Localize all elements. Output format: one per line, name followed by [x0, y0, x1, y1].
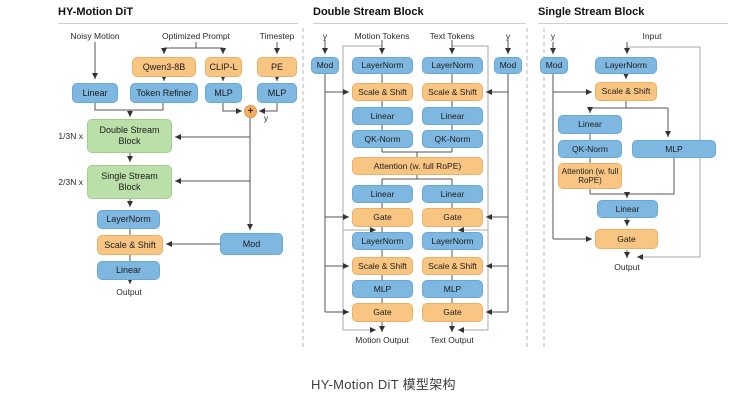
node-pe: PE: [257, 57, 297, 77]
node-clip: CLIP-L: [205, 57, 242, 77]
node-double-stream-block: Double Stream Block: [87, 119, 172, 153]
node-text-linear-1: Linear: [422, 107, 483, 125]
node-mod-dsb-right: Mod: [494, 57, 522, 74]
node-motion-layernorm-2: LayerNorm: [352, 232, 413, 250]
node-single-stream-block: Single Stream Block: [87, 165, 172, 199]
node-motion-scale-shift-2: Scale & Shift: [352, 257, 413, 275]
label-y-left: y: [322, 31, 328, 41]
node-ssb-mlp: MLP: [632, 140, 716, 158]
node-ssb-linear-2: Linear: [597, 200, 658, 218]
double-panel-title: Double Stream Block: [313, 6, 526, 24]
node-text-gate-1: Gate: [422, 208, 483, 227]
flow-connectors: [92, 40, 675, 332]
node-mlp-clip: MLP: [205, 83, 242, 103]
node-ssb-layernorm: LayerNorm: [595, 57, 657, 74]
label-optimized-prompt: Optimized Prompt: [161, 31, 231, 41]
node-qwen: Qwen3-8B: [132, 57, 196, 77]
node-mlp-pe: MLP: [257, 83, 297, 103]
node-linear-out: Linear: [97, 261, 160, 280]
node-ssb-gate: Gate: [595, 229, 658, 249]
panel-separators: [302, 28, 545, 348]
node-dsb-attention: Attention (w. full RoPE): [352, 157, 483, 175]
plus-icon: +: [244, 105, 257, 118]
label-text-tokens: Text Tokens: [429, 31, 475, 41]
node-mod-left-panel: Mod: [220, 233, 283, 255]
node-motion-scale-shift-1: Scale & Shift: [352, 83, 413, 101]
label-ssb-multiplier: 2/3N x: [58, 177, 83, 187]
label-text-output: Text Output: [430, 335, 474, 345]
node-motion-linear-2: Linear: [352, 185, 413, 203]
node-text-layernorm-2: LayerNorm: [422, 232, 483, 250]
label-motion-output: Motion Output: [355, 335, 409, 345]
node-text-scale-shift-2: Scale & Shift: [422, 257, 483, 275]
caption: HY-Motion DiT 模型架构: [311, 377, 456, 392]
node-text-mlp: MLP: [422, 280, 483, 298]
label-y-right: y: [505, 31, 511, 41]
node-token-refiner: Token Refiner: [130, 83, 198, 103]
label-motion-tokens: Motion Tokens: [354, 31, 410, 41]
node-motion-linear-1: Linear: [352, 107, 413, 125]
node-text-gate-2: Gate: [422, 303, 483, 322]
node-mod-dsb-left: Mod: [311, 57, 339, 74]
node-ssb-linear-1: Linear: [558, 115, 622, 134]
node-ssb-qk-norm: QK-Norm: [558, 140, 622, 158]
label-dsb-multiplier: 1/3N x: [58, 131, 83, 141]
node-text-scale-shift-1: Scale & Shift: [422, 83, 483, 101]
node-motion-gate-2: Gate: [352, 303, 413, 322]
node-ssb-scale-shift: Scale & Shift: [595, 82, 657, 101]
node-layernorm-out: LayerNorm: [97, 210, 160, 229]
node-scale-shift-out: Scale & Shift: [97, 235, 163, 255]
label-input: Input: [642, 31, 662, 41]
label-y-modulation: y: [263, 113, 269, 123]
label-y-single: y: [550, 31, 556, 41]
node-mod-ssb: Mod: [540, 57, 568, 74]
node-motion-qk-norm: QK-Norm: [352, 130, 413, 148]
label-timestep: Timestep: [259, 31, 295, 41]
left-panel-title: HY-Motion DiT: [58, 6, 298, 24]
label-noisy-motion: Noisy Motion: [70, 31, 120, 41]
node-linear-in: Linear: [72, 83, 118, 103]
node-motion-gate-1: Gate: [352, 208, 413, 227]
node-motion-layernorm-1: LayerNorm: [352, 57, 413, 74]
single-panel-title: Single Stream Block: [538, 6, 728, 24]
skip-connectors: [342, 45, 701, 333]
label-output-left: Output: [116, 287, 142, 297]
node-motion-mlp: MLP: [352, 280, 413, 298]
label-output-single: Output: [614, 262, 640, 272]
node-text-layernorm-1: LayerNorm: [422, 57, 483, 74]
node-text-linear-2: Linear: [422, 185, 483, 203]
node-ssb-attention: Attention (w. full RoPE): [558, 163, 622, 189]
node-text-qk-norm: QK-Norm: [422, 130, 483, 148]
